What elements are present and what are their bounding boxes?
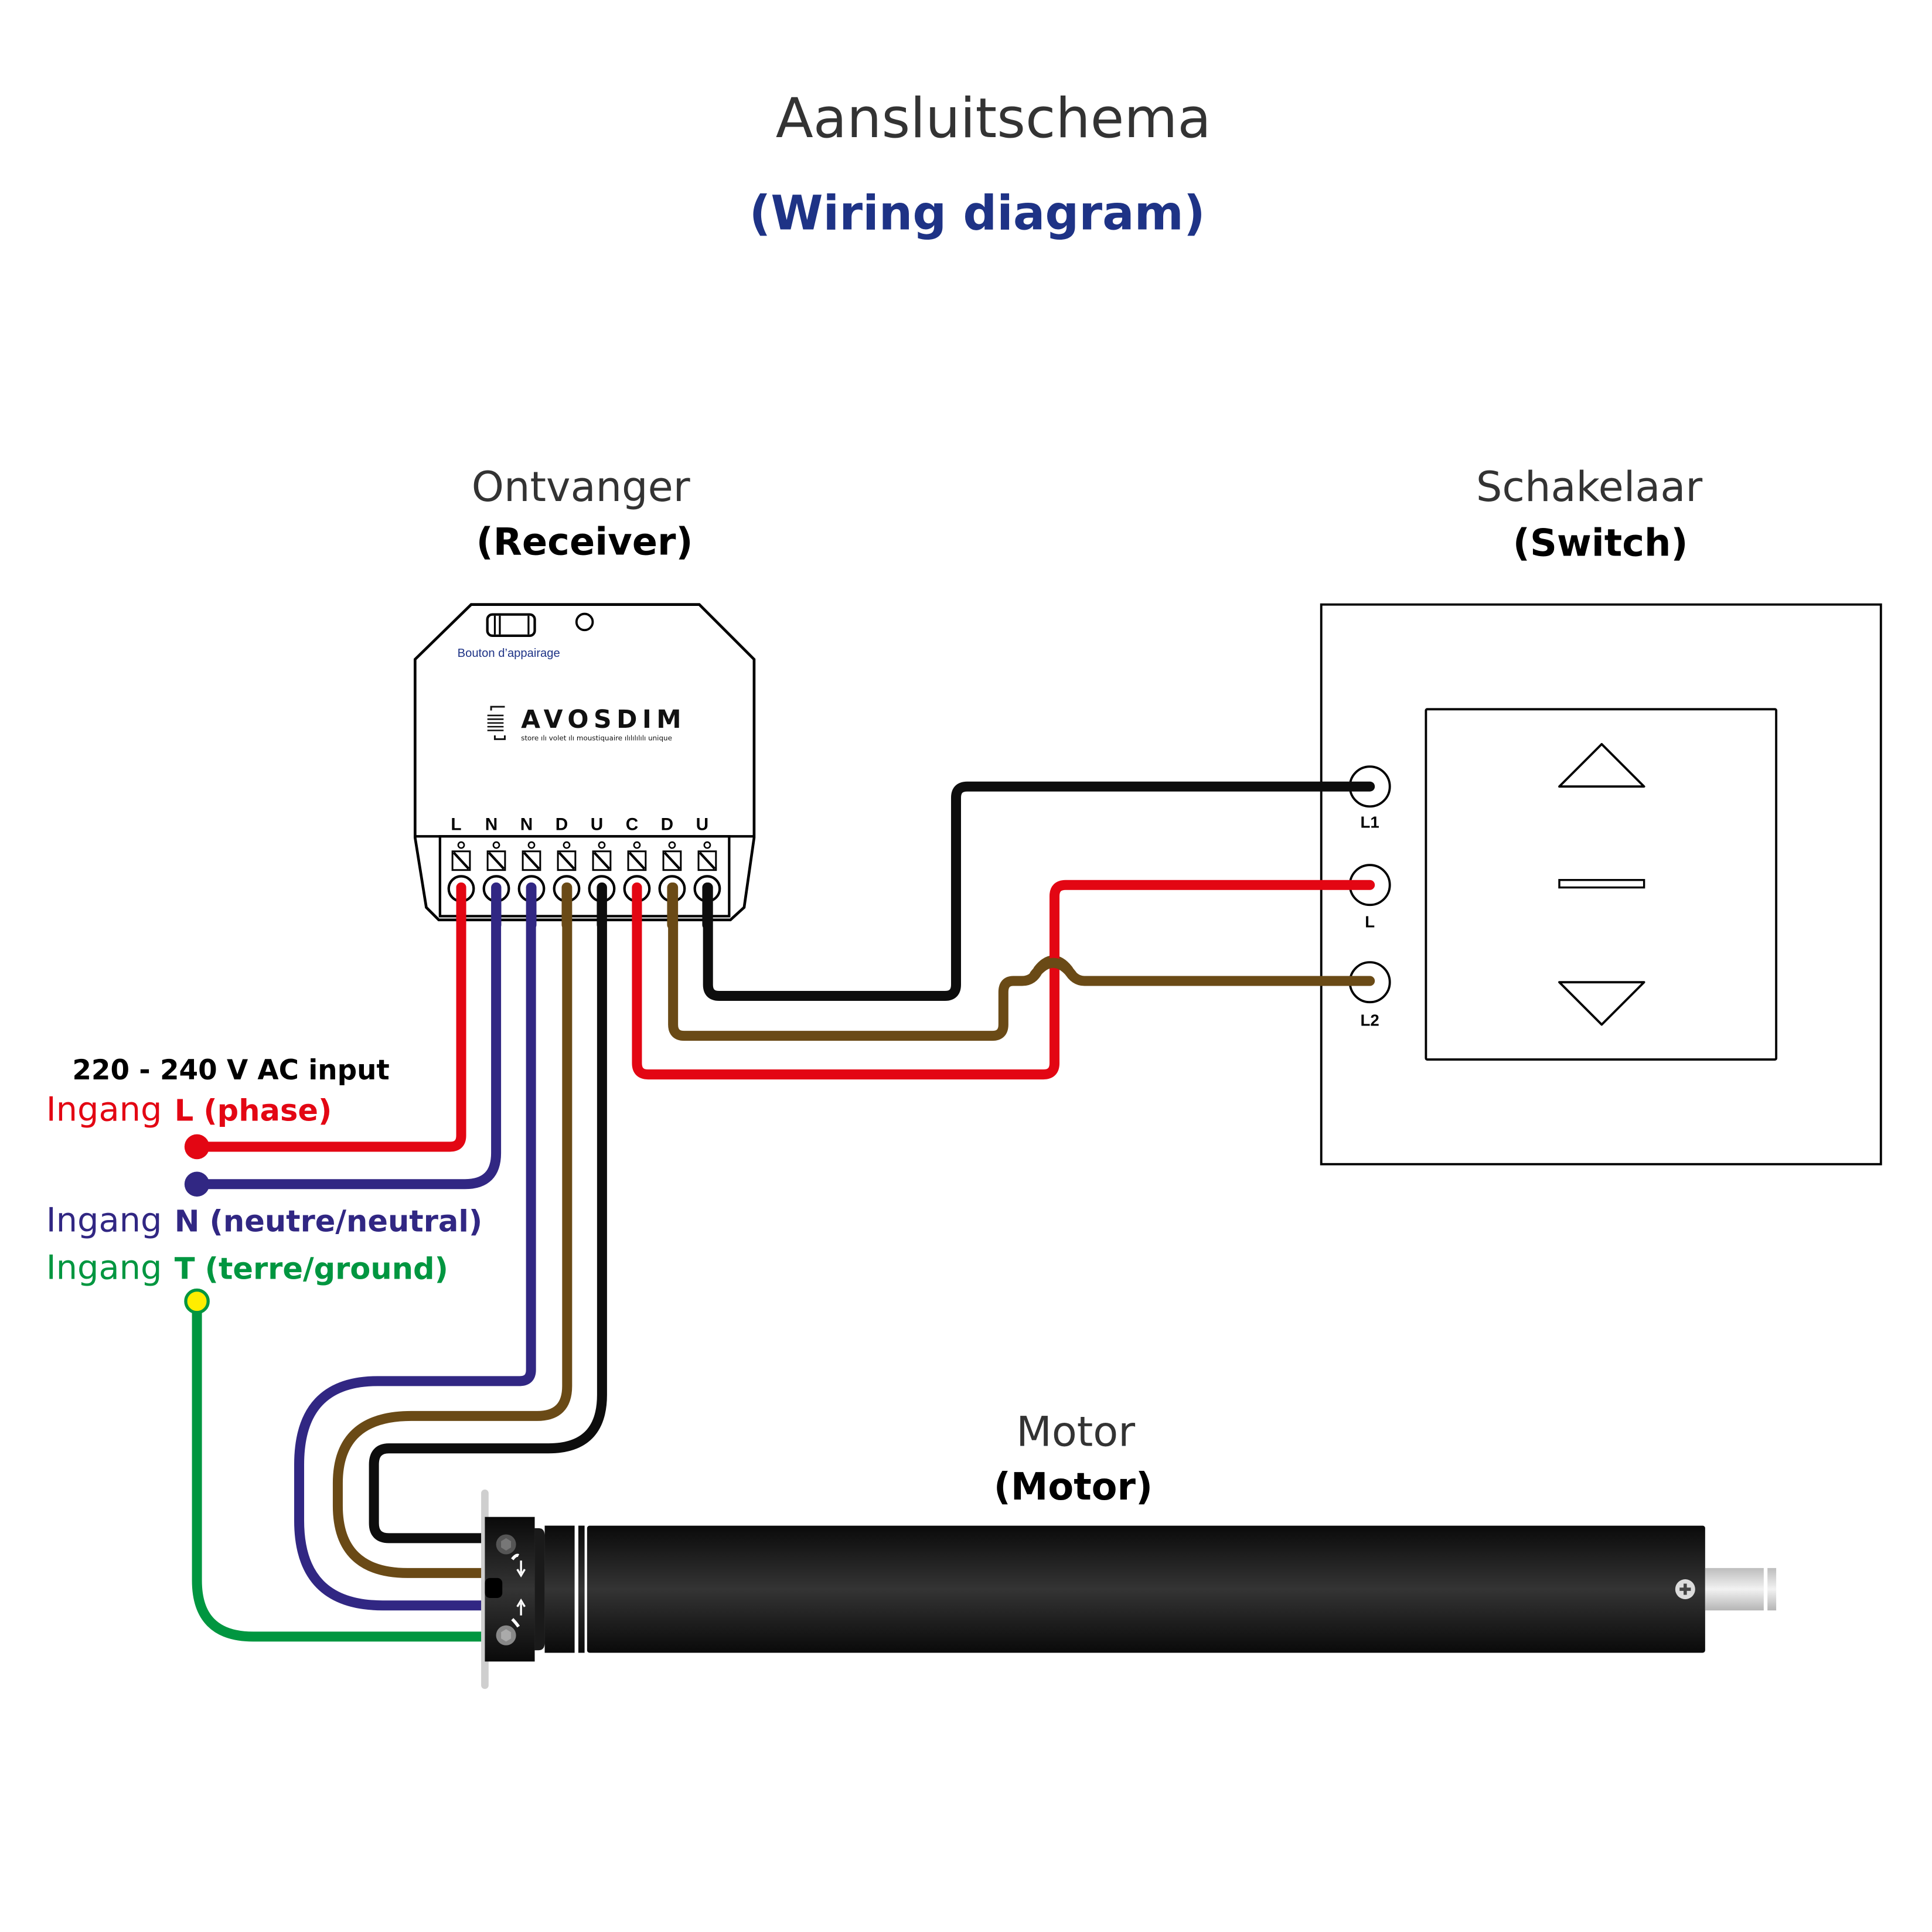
motor-shaft-cap xyxy=(1767,1568,1777,1611)
page-title: Aansluitschema xyxy=(776,87,1211,151)
pairing-button-label: Bouton d’appairage xyxy=(458,647,560,660)
input-label-neutral: Ingang N (neutre/neutral) xyxy=(46,1201,482,1240)
terminal-screw-icon[interactable] xyxy=(486,850,506,871)
switch-terminal-label: L2 xyxy=(1361,1011,1379,1030)
phase-input-terminal xyxy=(184,1134,210,1160)
input-label-ground: Ingang T (terre/ground) xyxy=(46,1248,448,1287)
receiver-terminal-label: U xyxy=(696,815,709,834)
input-desc: (neutre/neutral) xyxy=(210,1205,483,1239)
receiver-terminal-label: N xyxy=(485,815,498,834)
limit-screw-down-icon xyxy=(496,1534,526,1577)
terminal-indicator-icon xyxy=(457,841,465,849)
terminal-indicator-icon xyxy=(527,841,536,849)
brand-tagline: store ılı volet ılı moustiquaire ılılılı… xyxy=(521,734,672,742)
neutral-input-terminal xyxy=(184,1171,210,1197)
page-subtitle: (Wiring diagram) xyxy=(749,186,1205,241)
switch-sublabel: (Switch) xyxy=(1513,522,1688,565)
input-prefix: Ingang xyxy=(46,1201,162,1240)
terminal-indicator-icon xyxy=(703,841,711,849)
terminal-indicator-icon xyxy=(492,841,500,849)
receiver: Bouton d’appairage AVOSDIM store ılı vol… xyxy=(413,603,756,930)
status-led-icon xyxy=(575,612,594,632)
voltage-label: 220 - 240 V AC input xyxy=(72,1055,389,1086)
stop-bar-icon[interactable] xyxy=(1558,879,1645,889)
pairing-button[interactable] xyxy=(486,613,536,637)
terminal-indicator-icon xyxy=(668,841,676,849)
receiver-terminal-label: U xyxy=(591,815,603,834)
motor-ring-gap xyxy=(578,1525,585,1653)
motor-ring xyxy=(544,1525,575,1653)
ground-input-terminal xyxy=(184,1288,210,1314)
wire-brown-down-to-motor xyxy=(332,882,573,1578)
switch-label: Schakelaar xyxy=(1476,463,1702,511)
wire-brown-d-to-l2 xyxy=(668,882,1375,1041)
terminal-screw-icon[interactable] xyxy=(522,850,541,871)
input-code: N xyxy=(175,1205,200,1239)
switch-terminal-label: L1 xyxy=(1361,813,1379,831)
receiver-terminal-label: D xyxy=(661,815,674,834)
screw-icon xyxy=(1675,1579,1695,1600)
terminal-block xyxy=(438,835,731,918)
terminal-screw-icon[interactable] xyxy=(451,850,471,871)
motor-label: Motor xyxy=(1016,1408,1135,1456)
wall-switch: L1 L L2 xyxy=(1320,603,1882,1166)
terminal-screw-icon[interactable] xyxy=(627,850,647,871)
input-label-phase: Ingang L (phase) xyxy=(46,1089,332,1129)
motor-tube xyxy=(587,1525,1705,1653)
wire-red-c-to-l xyxy=(632,880,1375,1080)
wire-blue-neutral-input xyxy=(192,882,502,1190)
tubular-motor xyxy=(481,1489,1777,1689)
receiver-label: Ontvanger xyxy=(472,463,690,511)
wire-green-ground-input xyxy=(192,1296,492,1642)
limit-screw-up-icon xyxy=(496,1598,526,1645)
terminal-screw-icon[interactable] xyxy=(592,850,612,871)
motor-collar xyxy=(534,1528,545,1651)
wire-red-phase-input xyxy=(192,882,466,1152)
motor-head-slot xyxy=(485,1577,503,1598)
down-arrow-icon[interactable] xyxy=(1558,981,1645,1026)
input-prefix: Ingang xyxy=(46,1248,162,1287)
terminal-indicator-icon xyxy=(633,841,641,849)
input-prefix: Ingang xyxy=(46,1089,162,1129)
receiver-terminal-label: C xyxy=(626,815,639,834)
switch-terminal-label: L xyxy=(1365,913,1375,931)
motor-sublabel: (Motor) xyxy=(994,1466,1153,1509)
receiver-terminal-label: D xyxy=(556,815,568,834)
wire-black-u-to-l1 xyxy=(703,781,1375,1001)
input-desc: (terre/ground) xyxy=(205,1252,448,1286)
up-arrow-icon[interactable] xyxy=(1558,742,1645,788)
receiver-terminal-label: L xyxy=(451,815,461,834)
terminal-indicator-icon xyxy=(563,841,571,849)
receiver-sublabel: (Receiver) xyxy=(476,521,693,564)
wire-black-up-to-motor xyxy=(369,882,607,1543)
input-code: T xyxy=(175,1252,195,1286)
brand-name: AVOSDIM xyxy=(521,706,686,734)
terminal-screw-icon[interactable] xyxy=(557,850,577,871)
terminal-screw-icon[interactable] xyxy=(662,850,682,871)
input-desc: (phase) xyxy=(203,1093,332,1128)
terminal-indicator-icon xyxy=(598,841,606,849)
input-code: L xyxy=(175,1093,194,1128)
terminal-screw-icon[interactable] xyxy=(697,850,717,871)
brand-logo-icon xyxy=(487,706,506,740)
wire-brown-crossover xyxy=(1029,958,1077,980)
motor-shaft xyxy=(1705,1568,1764,1611)
wire-blue-neutral-to-motor xyxy=(294,882,536,1611)
receiver-terminal-label: N xyxy=(520,815,533,834)
